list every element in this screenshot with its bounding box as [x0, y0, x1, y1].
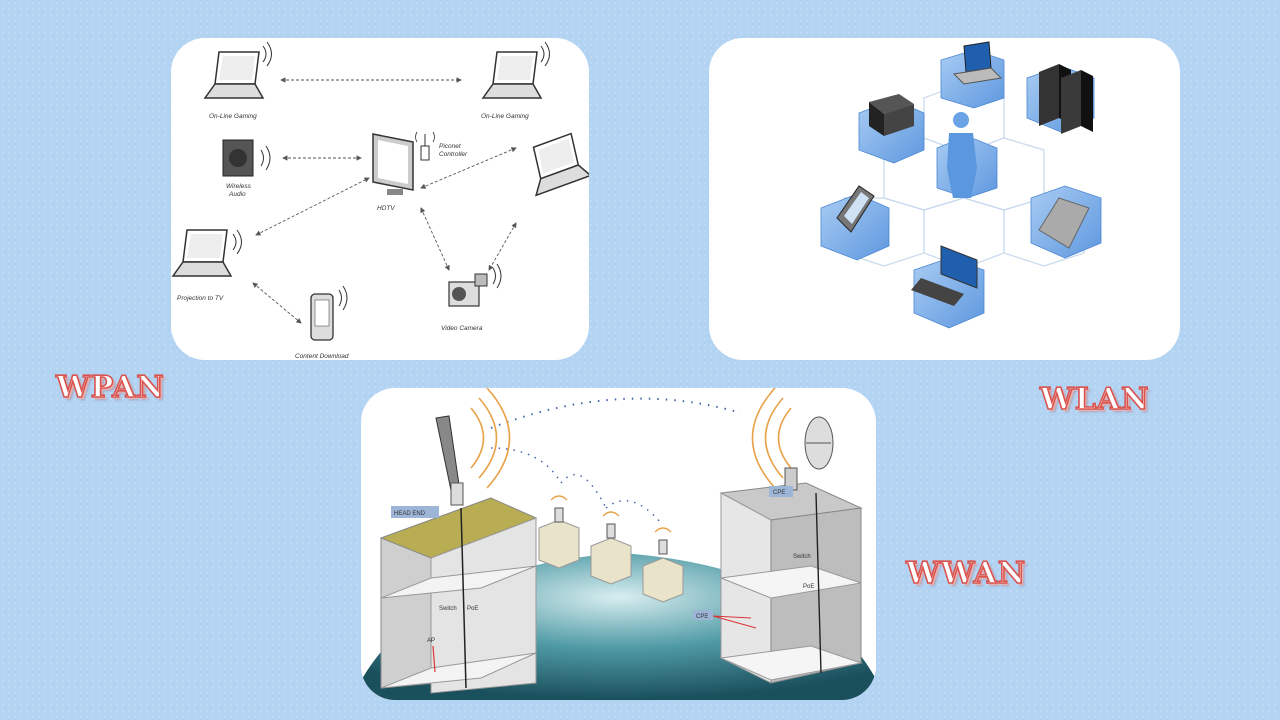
label-poe-left: PoE [467, 606, 478, 612]
cpe-dish-antenna-icon [784, 416, 834, 491]
relay-building-2 [590, 511, 632, 585]
content-download-device-icon [310, 285, 348, 341]
cpe-lower-tag [693, 610, 713, 620]
label-switch-left: Switch [439, 606, 457, 612]
label-audio-line1: Wireless [226, 183, 252, 190]
head-end-building [379, 497, 538, 694]
mobile-phone-icon [836, 185, 875, 233]
wlan-title: WLAN [1039, 381, 1150, 418]
laptop-right-icon [532, 132, 589, 197]
relay-building-1 [538, 495, 580, 569]
link-camera-laptop [488, 222, 517, 271]
wlan-diagram [820, 41, 1102, 329]
wwan-title: WWAN [905, 555, 1027, 592]
head-end-tag [391, 506, 439, 518]
label-head-end: HEAD END [394, 511, 426, 517]
link-camera [420, 207, 450, 271]
label-piconet-line2: Controller [439, 151, 468, 158]
label-hdtv: HDTV [377, 205, 395, 212]
label-cpe: CPE [773, 490, 785, 496]
desktop-computer-icon [911, 245, 978, 306]
cpe-building [719, 482, 863, 684]
label-content-download: Content Download [295, 353, 349, 360]
label-projection: Projection to TV [177, 295, 224, 302]
head-end-tower-icon [435, 415, 464, 506]
head-end-signal-waves [470, 388, 511, 489]
wpan-diagram-panel: On-Line Gaming On-Line Gaming Wireless A… [171, 38, 589, 360]
link-projection [255, 177, 370, 236]
laptop-icon [952, 41, 1003, 85]
server-icon [1039, 64, 1093, 134]
cpe-signal-waves [751, 388, 792, 489]
label-piconet-line1: Piconet [439, 143, 462, 150]
tablet-icon [1038, 197, 1090, 249]
hdtv-icon [372, 133, 414, 195]
link-laptop-right [420, 147, 517, 189]
laptop-gaming-right-icon [481, 41, 550, 99]
cpe-tag [769, 486, 793, 497]
wpan-title: WPAN [55, 369, 165, 406]
signal-arc [490, 397, 742, 429]
cpe-lower-arrows [712, 615, 757, 629]
video-camera-icon [448, 263, 502, 307]
label-video-camera: Video Camera [441, 325, 483, 332]
piconet-controller-antenna-icon [415, 131, 435, 161]
printer-icon [869, 94, 914, 136]
label-gaming-right: On-Line Gaming [481, 113, 529, 120]
label-poe-right: PoE [803, 584, 814, 590]
label-cpe-lower: CPE [696, 614, 708, 620]
link-download [252, 282, 302, 324]
laptop-projection-icon [171, 229, 242, 277]
laptop-gaming-left-icon [203, 41, 272, 99]
wwan-diagram: HEAD END Switch PoE AP CPE Switch PoE CP… [361, 388, 876, 700]
wpan-diagram: On-Line Gaming On-Line Gaming Wireless A… [171, 41, 589, 360]
wlan-diagram-panel [709, 38, 1180, 360]
label-gaming-left: On-Line Gaming [209, 113, 257, 120]
label-audio-line2: Audio [228, 191, 246, 198]
wireless-audio-speaker-icon [222, 139, 271, 177]
person-icon [947, 112, 977, 198]
ap-arrow-left [432, 645, 436, 673]
label-ap-left: AP [427, 638, 435, 644]
label-switch-right: Switch [793, 554, 811, 560]
wwan-diagram-panel: HEAD END Switch PoE AP CPE Switch PoE CP… [361, 388, 876, 700]
relay-building-3 [642, 527, 684, 603]
